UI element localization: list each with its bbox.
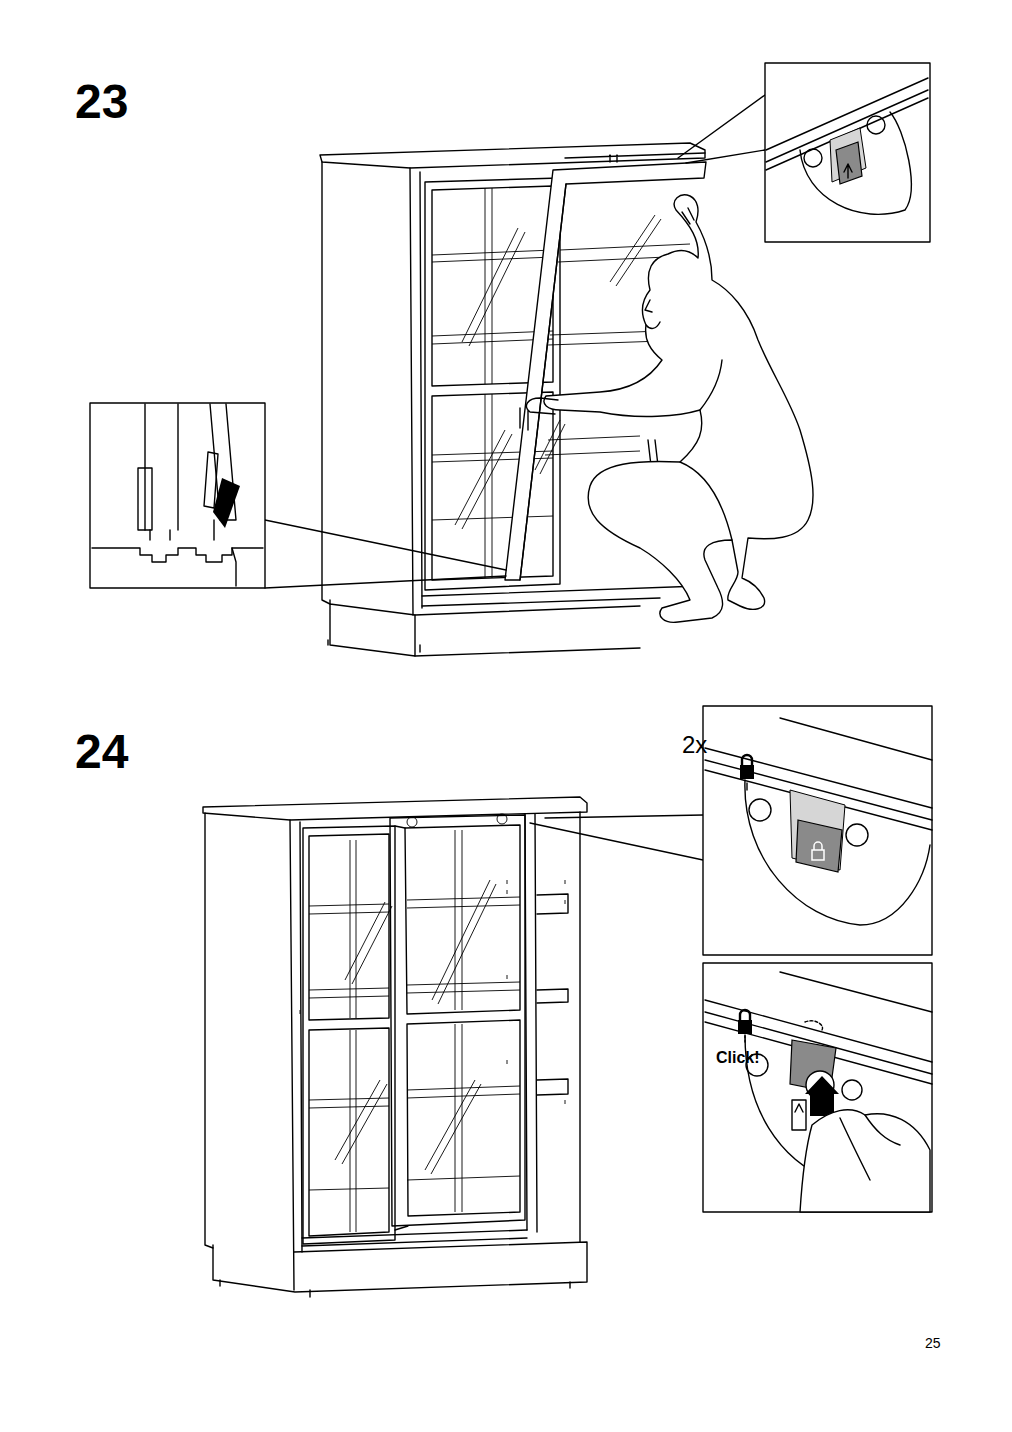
- detail-inset: [90, 403, 506, 588]
- click-note: Click!: [716, 1050, 760, 1066]
- detail-inset: [530, 706, 932, 955]
- cabinet-step-24: [203, 797, 587, 1297]
- detail-inset: [678, 63, 930, 242]
- quantity-label: 2x: [682, 733, 707, 757]
- page-number: 25: [925, 1336, 941, 1350]
- detail-inset: [703, 963, 932, 1212]
- step-number: 23: [75, 78, 128, 126]
- step-number: 24: [75, 728, 128, 776]
- person-figure: [520, 195, 813, 622]
